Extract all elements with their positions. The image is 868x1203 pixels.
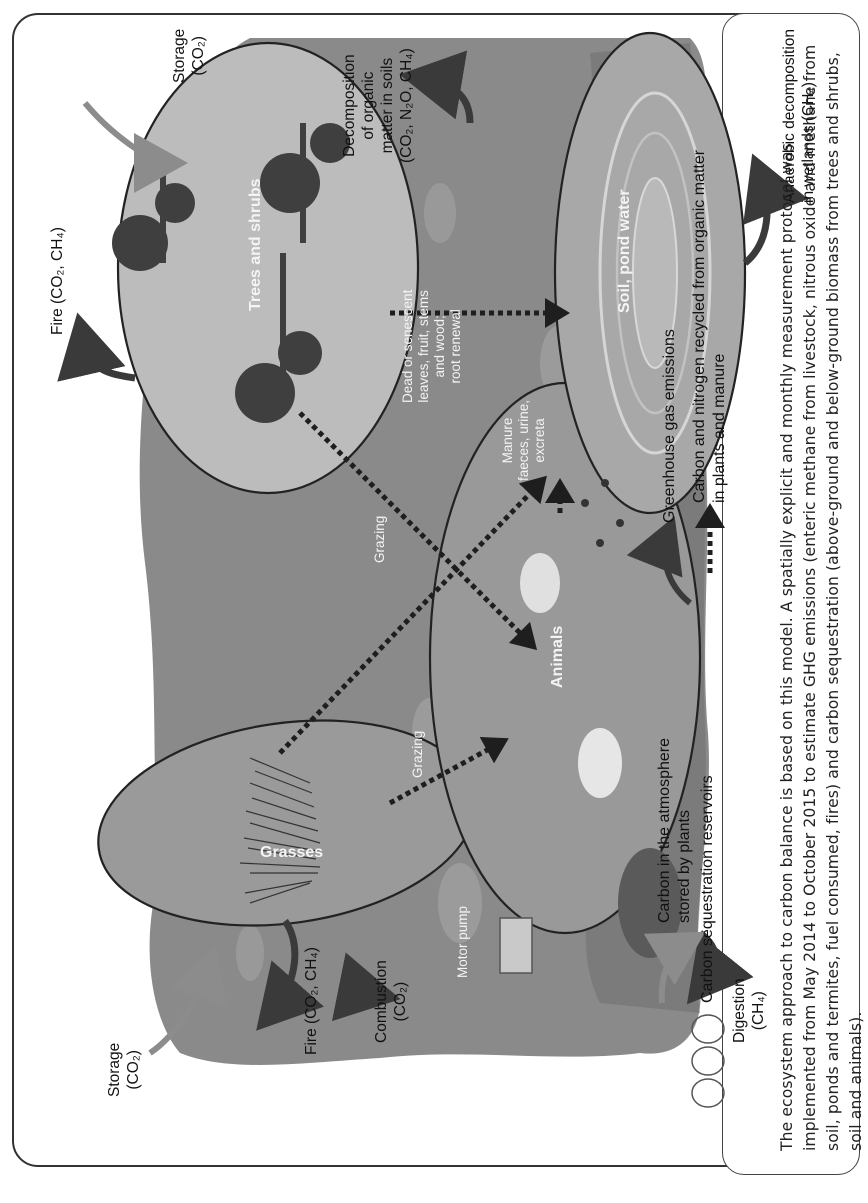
- legend-recycled-line: Carbon and nitrogen recycled from organi…: [690, 150, 710, 503]
- legend-recycled-line: in plants and manure: [710, 150, 730, 503]
- decomposition-label-line: matter in soils: [378, 48, 397, 163]
- grazing-label-2: Grazing: [372, 516, 388, 563]
- digestion-label: Digestion (CH₄): [730, 978, 768, 1043]
- legend-recycled: Carbon and nitrogen recycled from organi…: [690, 150, 730, 503]
- grasses-label: Grasses: [260, 843, 323, 862]
- legend-atmosphere-line: stored by plants: [675, 738, 695, 923]
- fire-grass-label: Fire (CO₂, CH₄): [302, 947, 321, 1055]
- decomposition-label-line: Decomposition: [340, 48, 359, 163]
- storage-label-line: (CO₂): [124, 1043, 143, 1097]
- manure-label-line: Manure: [500, 400, 516, 481]
- ghg-arrow-anaerobic: [745, 173, 767, 263]
- dead-leaves-label-line: leaves, fruit, stems: [416, 290, 432, 403]
- landscape-patch: [424, 183, 456, 243]
- landscape-patch: [236, 925, 264, 981]
- decomposition-label: Decomposition of organic matter in soils…: [340, 48, 416, 163]
- digestion-label-line: Digestion: [730, 978, 749, 1043]
- soil-label: Soil, pond water: [615, 189, 634, 313]
- figure-caption: The ecosystem approach to carbon balance…: [776, 41, 868, 1151]
- legend-ghg: Greenhouse gas emissions: [660, 329, 680, 523]
- legend-reservoir-icon: [692, 1015, 724, 1043]
- decomposition-label-line: of organic: [359, 48, 378, 163]
- dead-leaves-label-line: root renewal: [448, 290, 464, 403]
- legend-atmosphere-line: Carbon in the atmosphere: [655, 738, 675, 923]
- legend-reservoirs: Carbon sequestration reservoirs: [698, 775, 718, 1003]
- decomposition-label-line: (CO₂, N₂O, CH₄): [397, 48, 416, 163]
- storage-label-line: (CO₂): [189, 29, 208, 83]
- trees-label: Trees and shrubs: [246, 179, 265, 312]
- storage-label-line: Storage: [170, 29, 189, 83]
- grazing-label-1: Grazing: [410, 731, 426, 778]
- animals-label: Animals: [548, 626, 567, 688]
- manure-label: Manure faeces, urine, excreta: [500, 400, 548, 481]
- combustion-label: Combustion (CO₂): [372, 960, 410, 1043]
- combustion-label-line: Combustion: [372, 960, 391, 1043]
- manure-label-line: excreta: [532, 400, 548, 481]
- dead-leaves-label: Dead or senescent leaves, fruit, stems a…: [400, 290, 464, 403]
- storage-label-right: Storage (CO₂): [170, 29, 208, 83]
- storage-label-left: Storage (CO₂): [105, 1043, 143, 1097]
- legend-reservoir-icon: [692, 1079, 724, 1107]
- digestion-label-line: (CH₄): [749, 978, 768, 1043]
- motor-pump-label: Motor pump: [455, 906, 471, 978]
- fire-trees-label: Fire (CO₂, CH₄): [48, 227, 67, 335]
- motor-pump-icon: [500, 918, 532, 973]
- combustion-label-line: (CO₂): [391, 960, 410, 1043]
- dead-leaves-label-line: and wood;: [432, 290, 448, 403]
- manure-label-line: faeces, urine,: [516, 400, 532, 481]
- legend-reservoir-icon: [692, 1047, 724, 1075]
- dead-leaves-label-line: Dead or senescent: [400, 290, 416, 403]
- storage-label-line: Storage: [105, 1043, 124, 1097]
- legend-atmosphere: Carbon in the atmosphere stored by plant…: [655, 738, 695, 923]
